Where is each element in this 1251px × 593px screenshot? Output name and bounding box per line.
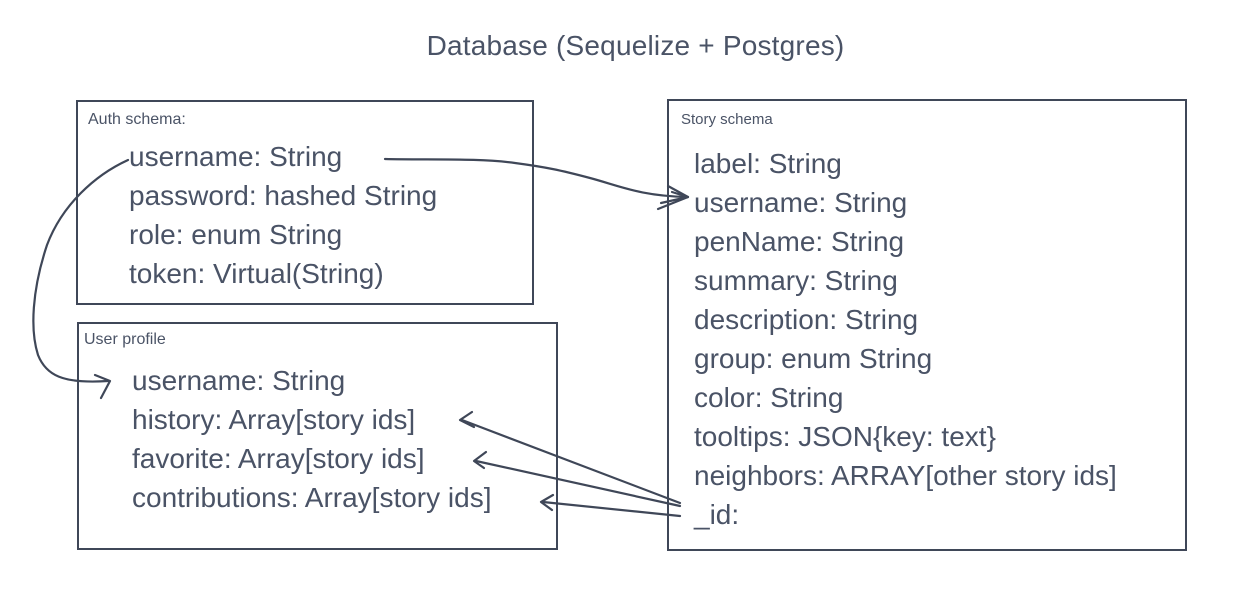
auth-schema-label: Auth schema: — [88, 111, 186, 128]
story-schema-label: Story schema — [681, 111, 773, 128]
connector-id-to-contributions — [541, 500, 682, 518]
auth-field-password: password: hashed String — [129, 180, 438, 211]
story-field-label: label: String — [694, 148, 842, 179]
story-field-penname: penName: String — [694, 226, 905, 257]
story-field-username: username: String — [694, 187, 908, 218]
auth-field-token: token: Virtual(String) — [129, 258, 384, 289]
auth-field-username: username: String — [129, 141, 343, 172]
story-field-description: description: String — [694, 304, 919, 335]
auth-schema-box: Auth schema: username: String password: … — [76, 100, 534, 305]
profile-field-favorite: favorite: Array[story ids] — [132, 443, 425, 474]
diagram-title: Database (Sequelize + Postgres) — [426, 30, 845, 61]
story-field-id: _id: — [694, 499, 740, 530]
story-field-summary: summary: String — [694, 265, 898, 296]
story-field-tooltips: tooltips: JSON{key: text} — [694, 421, 996, 452]
story-field-color: color: String — [694, 382, 844, 413]
user-profile-box: User profile username: String history: A… — [77, 322, 558, 550]
story-field-group: group: enum String — [694, 343, 933, 374]
auth-field-role: role: enum String — [129, 219, 343, 250]
user-profile-fields: username: String history: Array[story id… — [132, 361, 491, 517]
profile-field-username: username: String — [132, 365, 346, 396]
user-profile-label: User profile — [84, 331, 166, 348]
profile-field-contributions: contributions: Array[story ids] — [132, 482, 492, 513]
story-schema-box: Story schema label: String username: Str… — [667, 99, 1187, 551]
story-schema-fields: label: String username: String penName: … — [694, 144, 1117, 534]
profile-field-history: history: Array[story ids] — [132, 404, 416, 435]
auth-schema-fields: username: String password: hashed String… — [129, 137, 437, 293]
story-field-neighbors: neighbors: ARRAY[other story ids] — [694, 460, 1117, 491]
